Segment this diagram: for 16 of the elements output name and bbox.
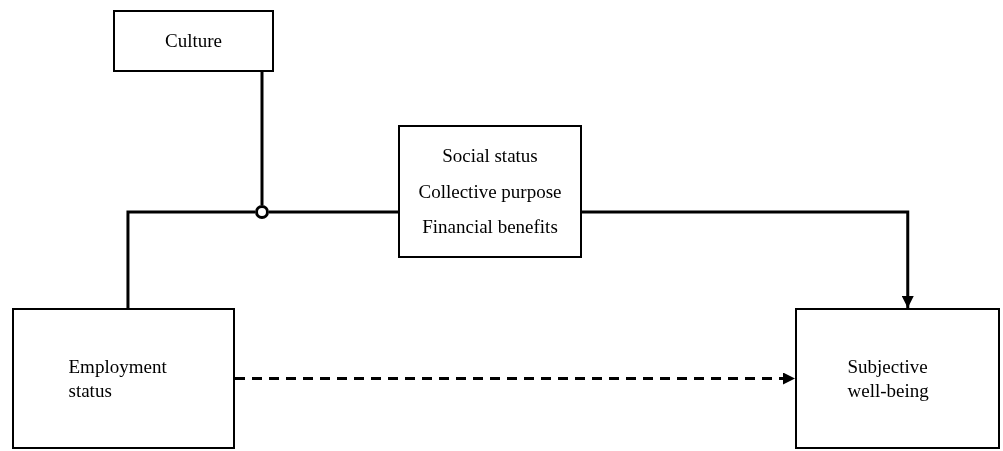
variable-box bbox=[113, 10, 274, 72]
arrow bbox=[582, 210, 914, 308]
variable-box bbox=[398, 125, 582, 258]
box-text: Employment status bbox=[68, 354, 168, 403]
variable-box bbox=[12, 308, 235, 449]
connector-line bbox=[260, 72, 264, 205]
box-text: Collective purpose bbox=[418, 179, 562, 204]
connector-line bbox=[126, 210, 255, 308]
box-text: Culture bbox=[165, 29, 222, 53]
connector-line bbox=[269, 210, 398, 214]
moderator-circle bbox=[255, 205, 269, 219]
box-text: Social status bbox=[442, 143, 538, 168]
box-text: Financial benefits bbox=[422, 215, 558, 240]
box-text: Subjective well-being bbox=[847, 354, 930, 403]
variable-box bbox=[795, 308, 1000, 449]
dashed-arrow bbox=[235, 372, 795, 385]
